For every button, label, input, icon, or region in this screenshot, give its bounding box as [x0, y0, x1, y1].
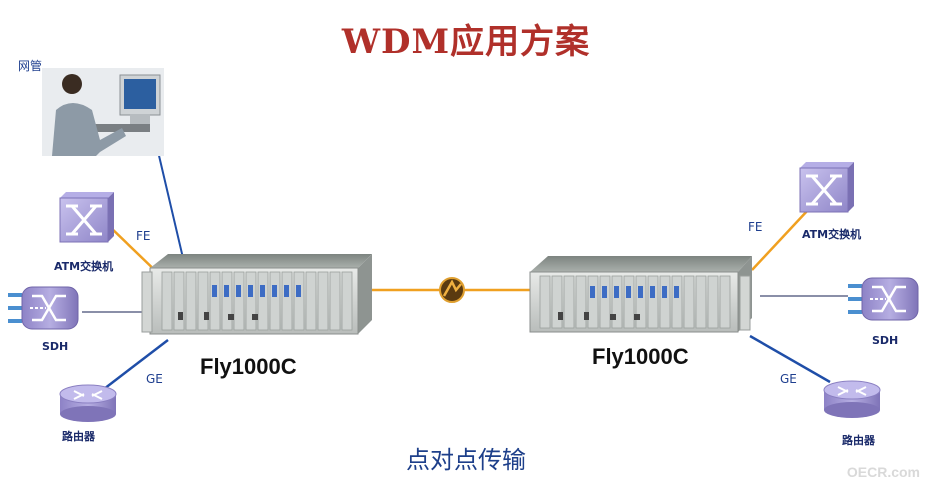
left-chassis-icon — [141, 254, 372, 335]
right-atm-label: ATM交换机 — [802, 228, 862, 241]
right-router-icon — [823, 380, 881, 418]
right-sdh-icon — [848, 277, 919, 321]
left-sdh-label: SDH — [42, 340, 69, 353]
left-atm-label: ATM交换机 — [54, 260, 114, 273]
nms-label: 网管 — [18, 59, 43, 73]
watermark: OECR.com — [846, 464, 920, 480]
left-atm-switch-icon — [59, 192, 114, 243]
page-subtitle: 点对点传输 — [406, 446, 526, 474]
left-ge-link — [99, 339, 169, 393]
left-router-icon — [59, 384, 117, 422]
left-sdh-icon — [8, 286, 79, 330]
right-fe-label: FE — [748, 220, 763, 234]
right-sdh-label: SDH — [872, 334, 899, 347]
page-title: WDM应用方案 — [341, 22, 591, 62]
right-device-name: Fly1000C — [592, 344, 689, 369]
right-fe-link — [751, 209, 809, 271]
left-router-label: 路由器 — [62, 430, 95, 443]
right-ge-link — [749, 334, 831, 384]
right-ge-label: GE — [780, 372, 797, 386]
left-fe-label: FE — [136, 229, 151, 243]
left-device-name: Fly1000C — [200, 354, 297, 379]
nms-workstation-image — [42, 68, 164, 156]
fiber-regenerator-icon — [439, 277, 465, 303]
right-chassis-icon — [529, 256, 752, 333]
right-router-label: 路由器 — [842, 434, 875, 447]
left-ge-label: GE — [146, 372, 163, 386]
right-atm-switch-icon — [799, 162, 854, 213]
